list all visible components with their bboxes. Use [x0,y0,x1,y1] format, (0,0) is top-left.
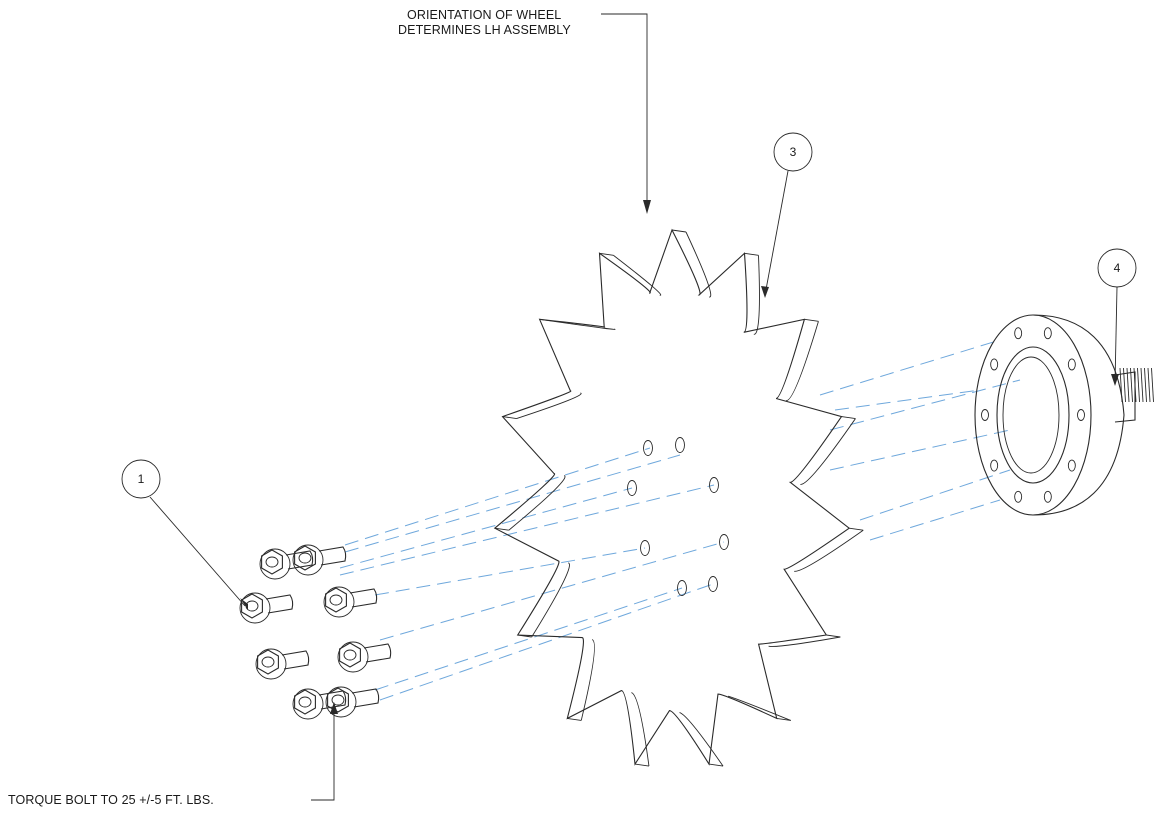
orientation-leader [601,13,651,214]
wheel-bolt-hole [719,534,729,550]
wheel-bolt-hole [708,576,718,592]
flange-bolt-icon [337,641,392,673]
hub-bolt-hole [990,459,999,472]
tooth-edge [599,252,614,256]
hub-bolt-hole [990,358,999,371]
centerline [834,389,981,411]
thread-line [1130,367,1133,403]
thread-line [1147,367,1151,403]
tooth-bevel [679,712,724,767]
centerline [344,454,681,553]
thread-line [1137,367,1140,403]
tooth-edge [539,318,554,322]
tooth-bevel [580,639,595,721]
tooth-edge [502,416,517,420]
thread-line [1144,367,1147,403]
tooth-edge [517,634,532,638]
callout-4-label: 4 [1114,261,1121,275]
hub-bolt-hole [1067,459,1076,472]
centerline [339,484,715,576]
bolt-group [239,544,392,720]
hub-bolt-hole [981,409,989,421]
tooth-edge [671,229,687,233]
tooth-bevel [508,475,566,531]
flange-bolt-icon [239,592,294,624]
callout-1-label: 1 [138,472,145,486]
centerline [829,429,1011,471]
tooth-bevel [613,254,662,296]
centerline [869,499,1001,541]
wheel-bolt-hole [643,440,653,456]
centerlines [339,339,1021,701]
orientation-note-line2: DETERMINES LH ASSEMBLY [398,23,571,37]
torque-leader [311,702,338,801]
tooth-bevel [753,255,760,335]
centerline [374,547,646,596]
orientation-note-line1: ORIENTATION OF WHEEL [407,8,562,22]
toothed-wheel-icon [493,228,864,767]
thread-line [1151,367,1154,403]
callout-4: 4 [1097,248,1137,386]
hub-bolt-hole [1014,327,1023,340]
centerline [379,541,725,641]
flange-bolt-icon [292,688,347,720]
tooth-edge [776,717,791,721]
hub-bolt-hole [1043,490,1052,503]
tooth-edge [634,763,650,767]
callout-3: 3 [761,132,813,298]
wheel-bolt-hole [709,477,719,493]
hub-bolt-hole [1077,409,1085,421]
tooth-bevel [727,695,791,721]
thread-line [1133,367,1137,403]
thread-line [1140,367,1144,403]
tooth-bevel [794,529,864,572]
centerline [819,339,1001,396]
centerline [379,583,714,701]
centerline [859,469,1011,521]
tooth-bevel [685,231,712,298]
thread-line [1119,367,1123,403]
wheel-bolt-hole [640,540,650,556]
centerline [374,587,683,691]
thread-line [1126,367,1130,403]
tooth-edge [804,318,819,322]
flange-bolt-icon [259,548,314,580]
tooth-bevel [800,418,856,485]
torque-note: TORQUE BOLT TO 25 +/-5 FT. LBS. [8,793,214,807]
tooth-bevel [531,562,570,638]
tooth-edge [708,763,724,767]
centerline [344,447,651,546]
thread-line [1123,367,1126,403]
tooth-bevel [631,692,650,767]
flange-bolt-icon [292,544,347,576]
tooth-edge [849,527,864,531]
tooth-bevel [553,320,616,330]
hub-bolt-hole [1043,327,1052,340]
tooth-bevel [516,392,582,419]
callout-1: 1 [121,459,248,610]
callout-3-label: 3 [790,145,797,159]
tooth-edge [826,634,841,638]
tooth-edge [494,527,509,531]
tooth-bevel [785,321,819,401]
tooth-edge [567,717,582,721]
flange-bolt-icon [255,648,310,680]
centerline [339,487,633,569]
flange-bolt-icon [325,686,380,718]
tooth-edge [744,252,759,256]
wheel-bolt-hole [677,580,687,596]
hub-bolt-hole [1067,358,1076,371]
hub-bolt-hole [1014,490,1023,503]
tooth-bevel [768,636,841,647]
wheel-bolt-hole [627,480,637,496]
flange-bolt-icon [323,586,378,618]
hub-spindle-icon [974,314,1154,516]
centerline [829,379,1021,431]
wheel-bolt-hole [675,437,685,453]
tooth-edge [841,416,856,420]
